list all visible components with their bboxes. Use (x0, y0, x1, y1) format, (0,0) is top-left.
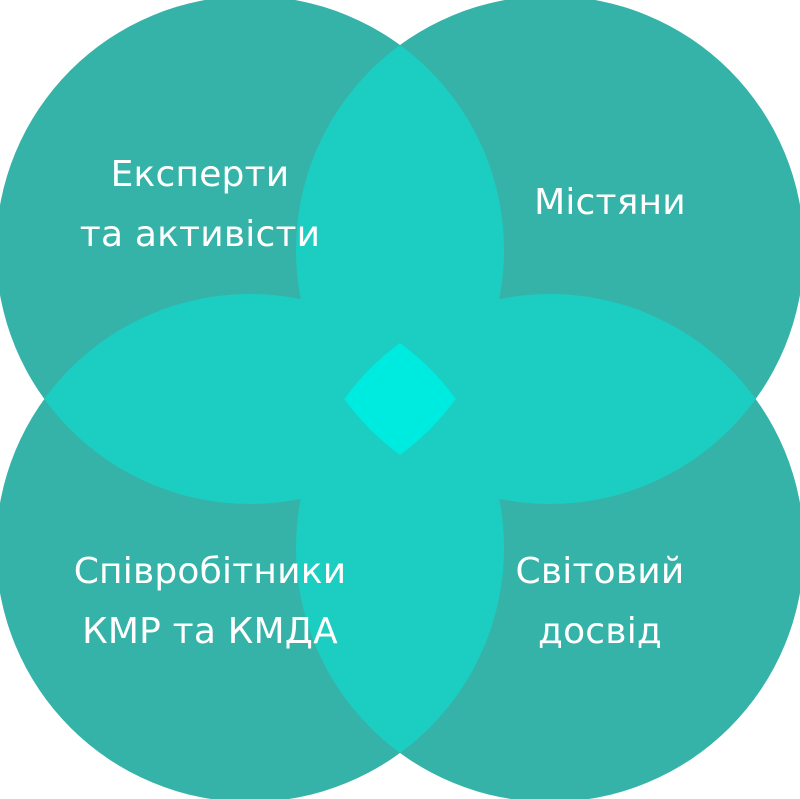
label-line: Світовий (515, 551, 685, 592)
label-line: КМР та КМДА (82, 611, 338, 652)
label-line: досвід (537, 611, 663, 652)
label-line: Експерти (110, 154, 290, 195)
label-line: Містяни (534, 182, 686, 223)
label-line: та активісти (79, 214, 321, 255)
overlap-center (296, 294, 504, 504)
label-line: Співробітники (73, 551, 347, 592)
label-world-experience: Світовий досвід (460, 542, 740, 662)
label-kmr-kmda-staff: Співробітники КМР та КМДА (40, 542, 380, 662)
label-experts-activists: Експерти та активісти (50, 145, 350, 265)
label-citizens: Містяни (470, 173, 750, 233)
